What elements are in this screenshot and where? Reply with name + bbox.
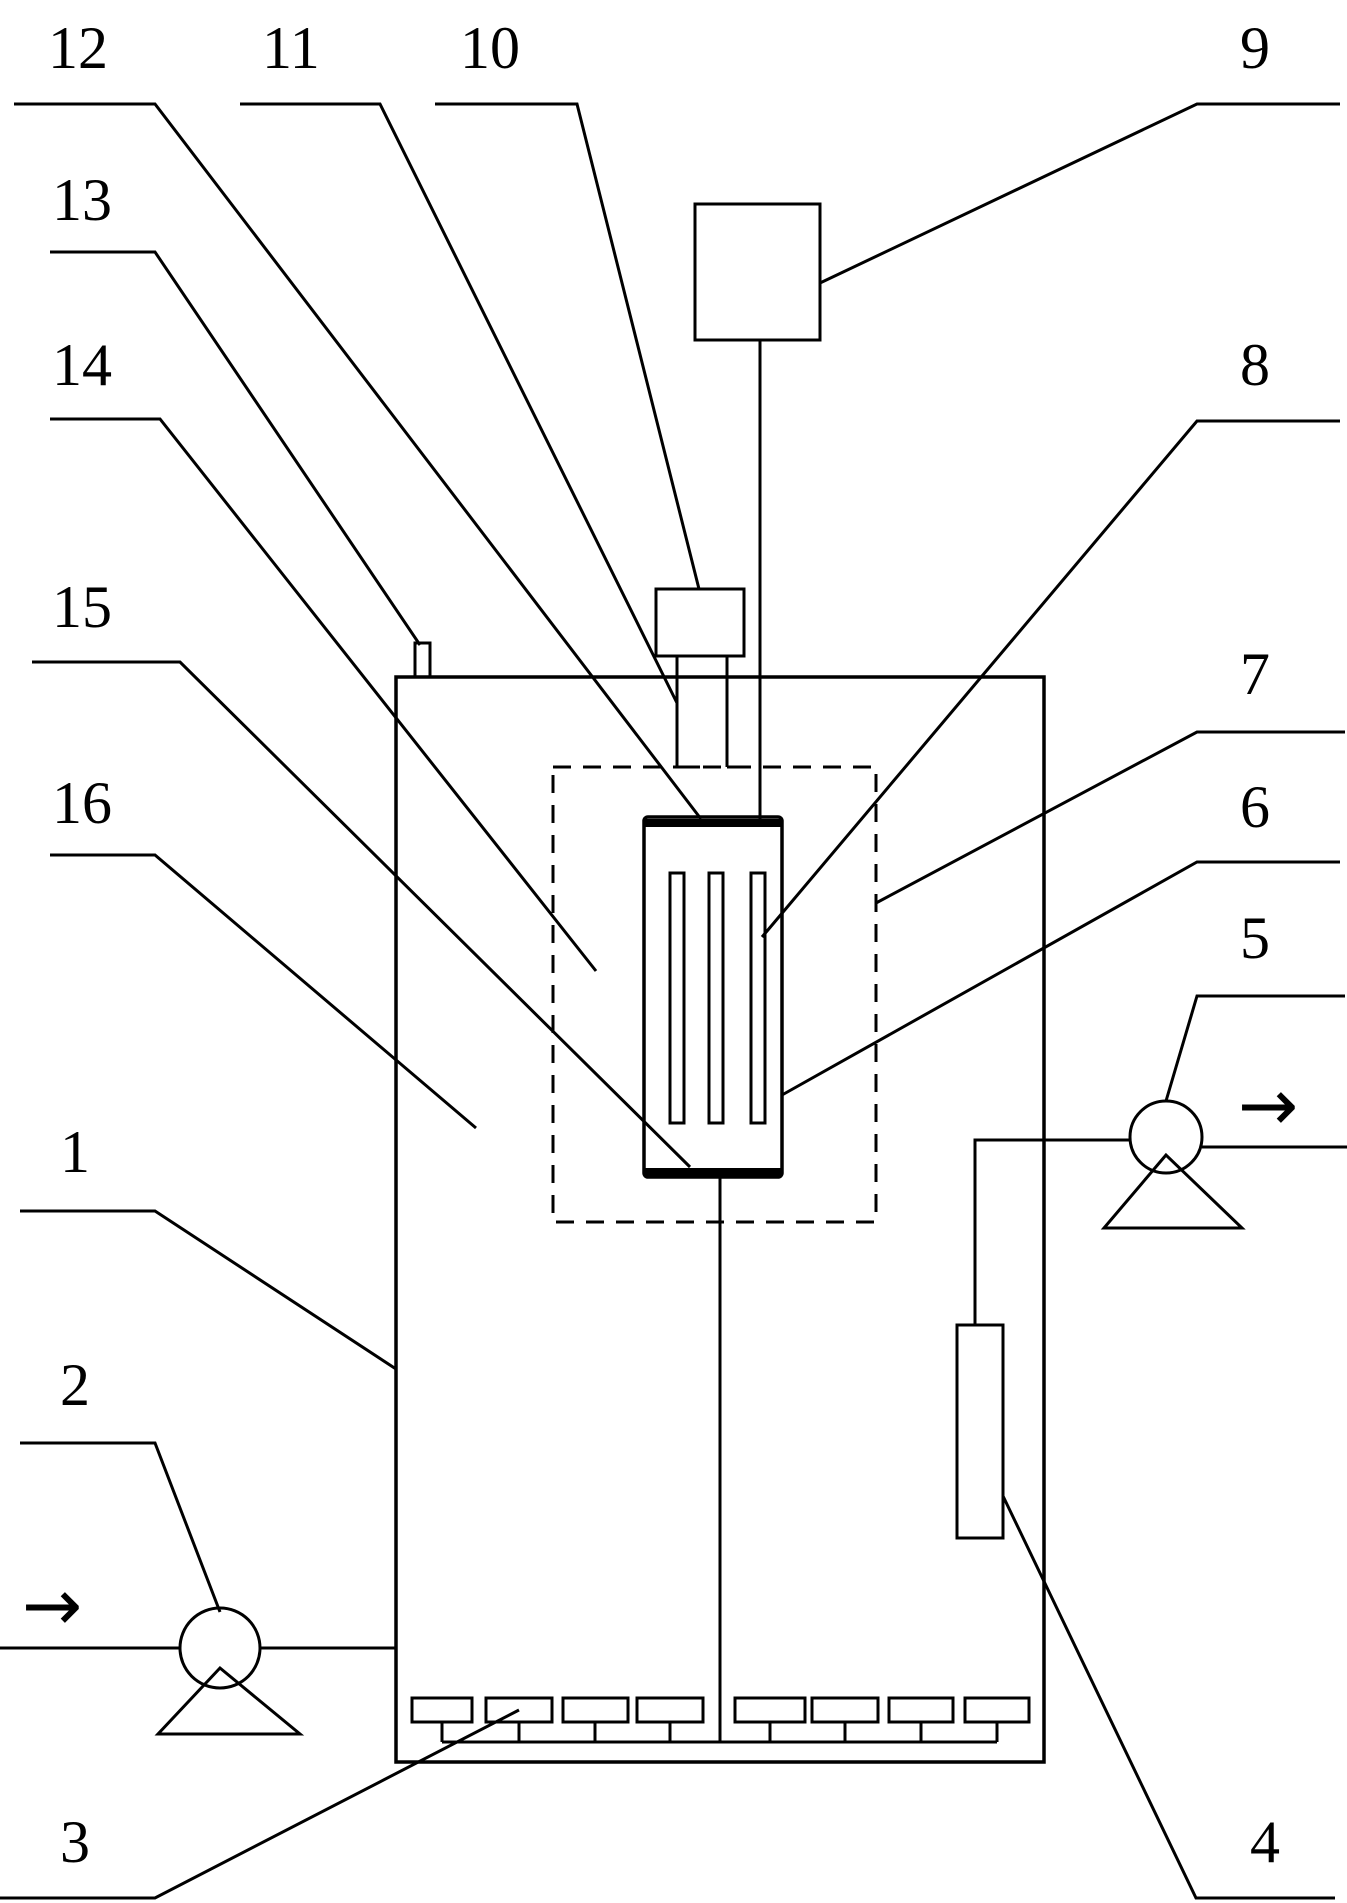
inlet-arrow: → [22,1563,82,1647]
label-5: 5 [1240,905,1270,971]
aerator [733,1696,807,1724]
outlet-pump [1128,1099,1204,1175]
aerator [635,1696,705,1724]
membrane-element [668,871,686,1125]
aerator [963,1696,1031,1724]
inlet-pump [178,1606,262,1690]
aerator [887,1696,955,1724]
leader-16 [50,853,477,1130]
leader-7 [875,730,1345,905]
label-7: 7 [1240,641,1270,707]
label-16: 16 [52,770,112,836]
aerator [410,1696,474,1724]
leader-1 [20,1209,397,1371]
leader-4 [1001,1495,1335,1900]
membrane-module [642,815,784,1179]
label-9: 9 [1240,15,1270,81]
leader-5 [1164,994,1345,1102]
leader-12 [14,102,703,820]
label-14: 14 [52,332,112,398]
leader-13 [50,250,422,646]
label-8: 8 [1240,332,1270,398]
dashed-zone [551,765,878,1224]
membrane-element [707,871,725,1125]
level-sensor [955,1323,1005,1540]
vent-pipe [413,641,432,679]
aerator-array [410,1696,1031,1744]
outlet-pipe [973,1138,1130,1325]
membrane-element [749,871,767,1125]
leader-6 [781,860,1340,1097]
reactor-tank [394,675,1046,1764]
label-12: 12 [48,15,108,81]
label-1: 1 [60,1119,90,1185]
leader-10 [435,102,701,590]
label-3: 3 [60,1809,90,1875]
leader-3 [0,1708,520,1900]
label-4: 4 [1250,1809,1280,1875]
leader-15 [32,660,692,1169]
leader-11 [240,102,679,704]
label-6: 6 [1240,774,1270,840]
outlet-arrow: → [1238,1063,1298,1147]
label-11: 11 [262,15,320,81]
aerator [561,1696,630,1724]
leader-9 [819,102,1340,285]
controller-box [693,202,822,342]
outlet-pump-base [1100,1152,1246,1230]
device-10-box [654,587,746,658]
leader-8 [760,419,1340,938]
aerator [810,1696,880,1724]
label-13: 13 [52,167,112,233]
leader-2 [20,1441,222,1613]
leader-14 [50,417,598,972]
label-2: 2 [60,1352,90,1418]
label-15: 15 [52,574,112,640]
inlet-pump-base [154,1665,305,1736]
label-10: 10 [460,15,520,81]
